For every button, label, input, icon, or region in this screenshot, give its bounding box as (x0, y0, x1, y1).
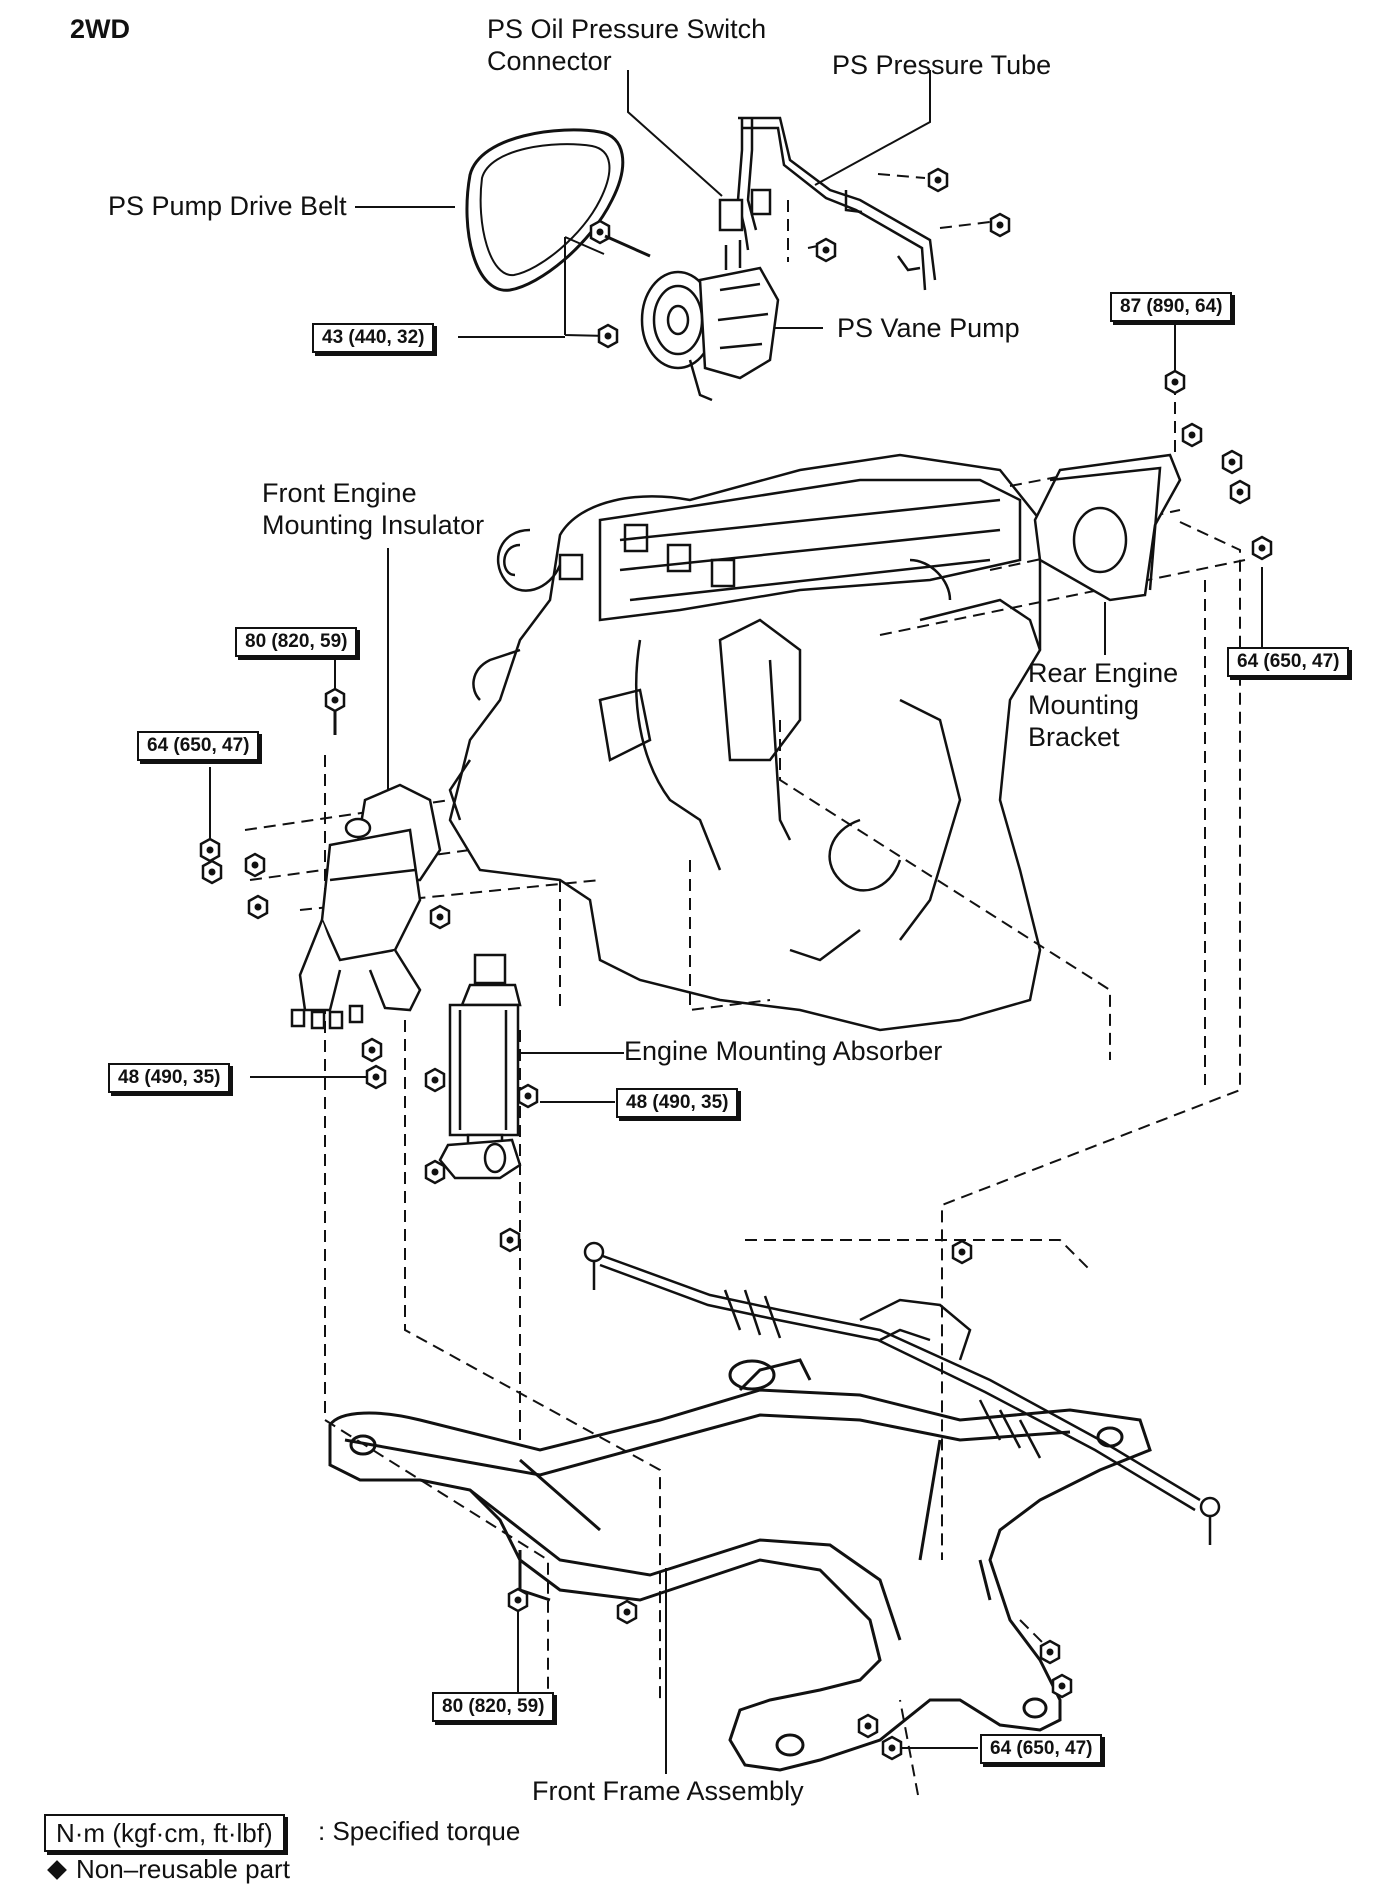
ps-vane-pump[interactable] (640, 240, 780, 402)
legend-nonreusable: Non–reusable part (44, 1854, 290, 1884)
torque-absorber-right: 48 (490, 35) (616, 1088, 739, 1118)
label-front-insulator-2: Mounting Insulator (262, 510, 485, 540)
torque-rear-side: 64 (650, 47) (1227, 647, 1350, 677)
diamond-icon (47, 1860, 67, 1881)
ps-pressure-tube[interactable] (718, 116, 937, 291)
engine-mounting-absorber[interactable] (438, 953, 522, 1180)
torque-frame-left: 80 (820, 59) (432, 1692, 555, 1722)
label-rear-bracket-3: Bracket (1028, 722, 1120, 752)
front-frame-assembly[interactable] (328, 1358, 1152, 1772)
front-engine-mounting-insulator[interactable] (290, 783, 442, 1030)
torque-absorber-left: 48 (490, 35) (108, 1063, 231, 1093)
label-vane-pump: PS Vane Pump (837, 313, 1020, 343)
engine-assembly (448, 453, 1042, 1032)
label-front-frame: Front Frame Assembly (532, 1776, 804, 1806)
label-pressure-tube: PS Pressure Tube (832, 50, 1052, 80)
torque-front-insulator-side: 64 (650, 47) (137, 731, 260, 761)
label-absorber: Engine Mounting Absorber (624, 1036, 943, 1066)
label-rear-bracket-1: Rear Engine (1028, 658, 1179, 688)
label-rear-bracket-2: Mounting (1028, 690, 1140, 720)
steering-rack (583, 1241, 1221, 1545)
ps-pump-drive-belt[interactable] (465, 128, 625, 292)
leader-lines (209, 70, 1263, 1774)
torque-front-insulator-top: 80 (820, 59) (235, 627, 358, 657)
label-oil-pressure-switch-connector: Connector (487, 46, 612, 76)
page-title: 2WD (70, 14, 130, 44)
bolts (199, 167, 1273, 1761)
label-front-insulator-1: Front Engine (262, 478, 417, 508)
legend-unit-text: : Specified torque (318, 1816, 521, 1846)
alignment-dashes (244, 173, 1246, 1796)
torque-rear-top: 87 (890, 64) (1110, 292, 1233, 322)
label-oil-pressure-switch: PS Oil Pressure Switch (487, 14, 767, 44)
legend-nonreusable-text: Non–reusable part (76, 1854, 290, 1884)
label-drive-belt: PS Pump Drive Belt (108, 191, 347, 221)
rear-engine-mounting-bracket[interactable] (1033, 453, 1182, 602)
torque-pump-bolts: 43 (440, 32) (312, 323, 435, 353)
legend-unit-box: N·m (kgf·cm, ft·lbf) (44, 1814, 285, 1852)
torque-frame-right: 64 (650, 47) (980, 1734, 1103, 1764)
